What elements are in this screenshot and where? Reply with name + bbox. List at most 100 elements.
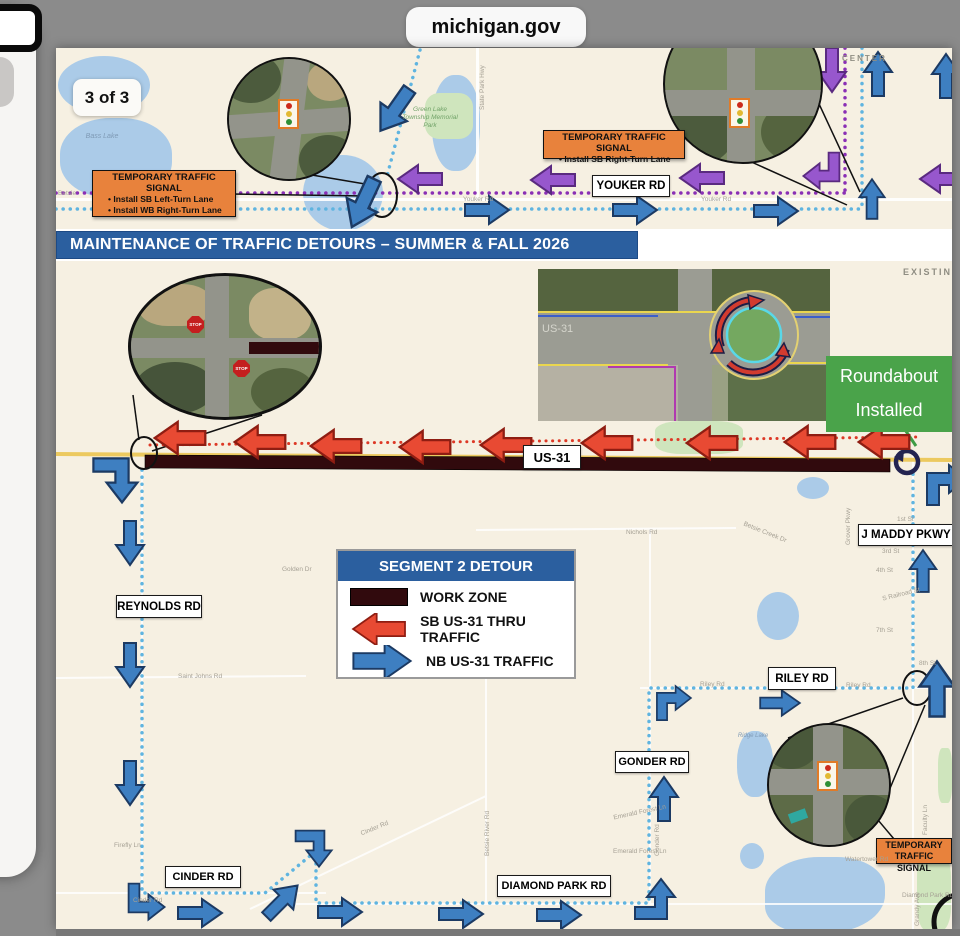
trees: [769, 725, 819, 769]
map-label: 8th St: [919, 660, 936, 667]
temp-signal-box-bottom: TEMPORARY TRAFFIC SIGNAL: [876, 838, 952, 873]
cinder-rd-label: CINDER RD: [165, 866, 241, 888]
youker-rd-small-label: Youker Rd: [463, 196, 494, 203]
legend-row-workzone: WORK ZONE: [338, 581, 574, 613]
curb-line: [538, 315, 658, 317]
temp-signal-box-right: TEMPORARY TRAFFIC SIGNAL Install SB Righ…: [543, 130, 685, 164]
temp-signal-box-left: TEMPORARY TRAFFIC SIGNAL Install SB Left…: [92, 170, 236, 217]
roundabout-plan-inset: US-31: [538, 269, 830, 421]
work-zone-stub: [249, 342, 319, 354]
intersection-inset-2: [663, 48, 823, 164]
trees: [299, 135, 349, 179]
roundabout-icon: [893, 448, 921, 476]
parking-lot: [538, 365, 678, 421]
jmaddy-pkwy-label: J MADDY PKWY: [858, 524, 952, 546]
address-bar[interactable]: michigan.gov: [406, 7, 586, 47]
map-label: Betsie River Rd: [484, 810, 491, 856]
legend: SEGMENT 2 DETOUR WORK ZONE SB US-31 THRU…: [336, 549, 576, 679]
legend-row-nb: NB US-31 TRAFFIC: [338, 645, 574, 677]
roundabout-drawing: [709, 290, 799, 380]
corner-circle-marker: [931, 893, 952, 929]
youker-road-line: [56, 198, 952, 201]
segment2-detour-map: STOP STOP: [56, 261, 952, 929]
inset-us31-label: US-31: [542, 323, 574, 335]
url-text: michigan.gov: [431, 15, 561, 38]
trees: [845, 795, 889, 845]
work-zone-swatch: [350, 588, 408, 606]
document-page: 3 of 3 Bass Lake Green Lake Township Mem…: [56, 48, 952, 929]
betsie-label: Betsie: [58, 190, 77, 197]
row-boundary-line: [608, 366, 676, 368]
map-label: Watertower Rd: [845, 856, 889, 863]
lane-line: [538, 364, 668, 366]
bass-lake-label: Bass Lake: [85, 133, 119, 140]
signal-intersection-inset: [767, 723, 891, 847]
nb-arrow-swatch: [352, 645, 412, 677]
gonder-rd-label: GONDER RD: [615, 751, 689, 773]
state-park-hwy-label: State Park Hwy: [479, 65, 486, 110]
youker-rd-label: YOUKER RD: [592, 175, 670, 197]
stop-sign-icon: STOP: [187, 316, 204, 333]
state-park-hwy-line: [476, 48, 479, 199]
road: [678, 269, 712, 315]
map-label: Gonder Rd: [654, 824, 661, 856]
existing-label: EXISTING: [903, 267, 952, 277]
map-label: Faculty Ln: [922, 805, 929, 835]
map-label: Firefly Ln: [114, 842, 141, 849]
lane-line: [538, 311, 830, 313]
lake: [797, 477, 829, 499]
riley-rd-label: RILEY RD: [768, 667, 836, 690]
map-label: Riley Rd: [846, 682, 871, 689]
us31-label: US-31: [523, 445, 581, 469]
traffic-signal-icon: [817, 761, 838, 791]
trees: [135, 362, 215, 414]
lake: [757, 592, 799, 640]
bottom-bar: [56, 929, 960, 936]
roundabout-icon-arrowhead: [894, 450, 904, 462]
banner-text: MAINTENANCE OF TRAFFIC DETOURS – SUMMER …: [70, 236, 570, 253]
park-area: [425, 93, 473, 139]
wb-detour-dotted-line: [56, 48, 847, 195]
roundabout-installed-box: Roundabout Installed: [826, 356, 952, 432]
lake: [740, 843, 764, 869]
map-label: 7th St: [876, 627, 893, 634]
map-label: 3rd St: [882, 548, 900, 555]
title-banner: MAINTENANCE OF TRAFFIC DETOURS – SUMMER …: [56, 231, 638, 259]
map-label: Riley Rd: [700, 681, 725, 688]
map-label: Golden Dr: [282, 566, 312, 573]
map-label: 4th St: [876, 567, 893, 574]
base-roads: [56, 455, 952, 929]
map-label: Emerald Forest Ln: [613, 848, 667, 855]
tab-count-icon: [0, 4, 42, 52]
stop-sign-icon: STOP: [233, 360, 250, 377]
sb-arrow-swatch: [352, 613, 406, 645]
intersection-inset-1: [227, 57, 351, 181]
lake: [765, 857, 885, 929]
trees: [251, 368, 315, 416]
youker-detour-map: 3 of 3 Bass Lake Green Lake Township Mem…: [56, 48, 952, 229]
map-label: Cinder Rd: [133, 897, 163, 904]
youker-rd-small-label: Youker Rd: [701, 196, 732, 203]
park-label: Green Lake Township Memorial Park: [402, 106, 458, 130]
traffic-signal-icon: [278, 99, 299, 129]
map-label: Nichols Rd: [626, 529, 658, 536]
traffic-signal-icon: [729, 98, 750, 128]
green-area: [938, 748, 952, 803]
center-rd-label: CENTER: [842, 54, 887, 63]
teal-roof: [787, 808, 809, 824]
legend-row-sb: SB US-31 THRU TRAFFIC: [338, 613, 574, 645]
row-boundary-line: [674, 367, 676, 421]
reynolds-rd-label: REYNOLDS RD: [116, 595, 202, 618]
previous-page-card[interactable]: [0, 9, 36, 877]
diamond-park-rd-label: DIAMOND PARK RD: [497, 875, 611, 897]
page-thumbnail: [0, 57, 14, 107]
map-label: Saint Johns Rd: [178, 673, 223, 680]
page-count-badge: 3 of 3: [73, 79, 141, 116]
legend-title: SEGMENT 2 DETOUR: [338, 551, 574, 581]
stop-intersection-inset: STOP STOP: [128, 273, 322, 420]
detour-annotations: [56, 394, 952, 929]
road: [678, 365, 712, 421]
dirt: [307, 61, 349, 101]
map-label: Ridge Lake: [737, 733, 769, 739]
